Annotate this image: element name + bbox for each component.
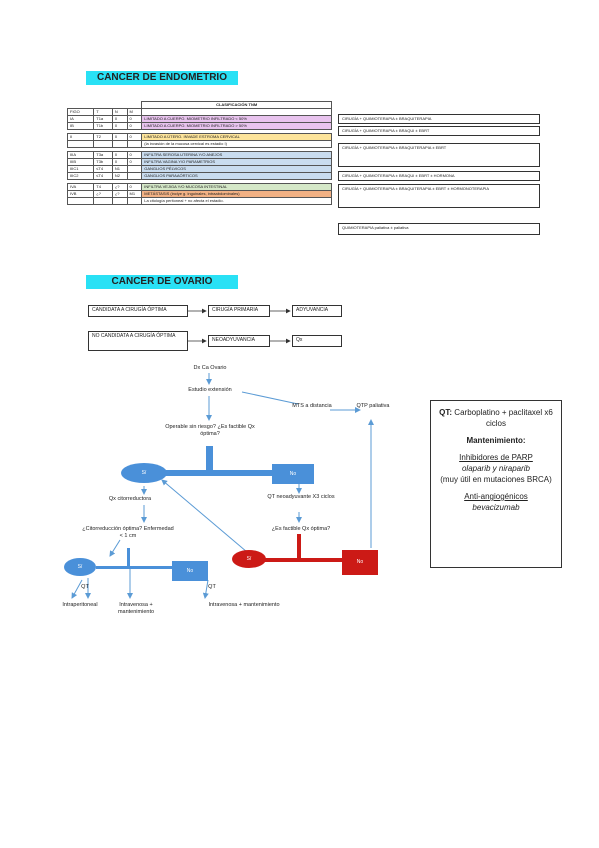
si1-oval: Sí: [121, 463, 167, 483]
dx-label: Dx Ca Ovario: [193, 365, 227, 371]
parp-drugs: olaparib y niraparib: [461, 464, 531, 473]
pregunta2-label: ¿Citorreducción óptima? Enfermedad < 1 c…: [82, 526, 174, 539]
tnm-cell-desc: LIMITADO A CUERPO. MIOMETRIO INFILTRADO …: [141, 122, 332, 130]
no2-box: No: [172, 561, 208, 581]
qt-neoadyuvante-label: QT neoadyuvante X3 ciclos: [267, 494, 335, 500]
parp-title: Inhibidores de PARP: [459, 453, 533, 462]
tnm-cell-figo: [66, 197, 95, 205]
iv-mant-label-2: Intravenosa + mantenimiento: [208, 602, 280, 608]
iv-mant-label: Intravenosa + mantenimiento: [117, 602, 155, 615]
qt-label: QT: [81, 584, 89, 590]
qtp-label: QTP paliativa: [356, 403, 390, 409]
mant-title: Mantenimiento:: [466, 436, 526, 445]
endometrio-title: CANCER DE ENDOMETRIO: [86, 71, 238, 85]
treatment-note: CIRUGÍA + QUIMIOTERAPIA ± BRAQUITERAPIA: [338, 114, 540, 124]
anti-title: Anti-angiogénicos: [464, 492, 528, 501]
cirugia-primaria-box: CIRUGÍA PRIMARIA: [208, 305, 270, 317]
qx-citorreductora-label: Qx citorreductora: [108, 496, 152, 502]
adyuvancia-box: ADYUVANCIA: [292, 305, 342, 317]
treatment-note: CIRUGÍA + QUIMIOTERAPIA ± BRAQUI ± EBRT: [338, 126, 540, 136]
ovario-title: CANCER DE OVARIO: [86, 275, 238, 289]
treatment-note: CIRUGÍA + QUIMIOTERAPIA ± BRAQUI ± EBRT …: [338, 171, 540, 181]
pregunta1-label: Operable sin riesgo? ¿Es factible Qx ópt…: [165, 424, 255, 437]
no3-box: No: [342, 550, 378, 575]
tnm-row: (la invasión de la mucosa cervical es es…: [66, 140, 332, 148]
tnm-cell-desc: (la invasión de la mucosa cervical es es…: [141, 140, 332, 148]
anti-drug: bevacizumab: [472, 503, 520, 512]
qt-label-2: QT: [208, 584, 216, 590]
tnm-cell-figo: [66, 140, 95, 148]
si2-oval: Sí: [64, 558, 96, 576]
parp-note: (muy útil en mutaciones BRCA): [440, 475, 552, 484]
treatment-note: QUIMIOTERAPIA paliativa ± paliativa: [338, 223, 540, 235]
intraperitoneal-label: Intraperitoneal: [62, 602, 98, 608]
treatment-note: CIRUGÍA + QUIMIOTERAPIA ± BRAQUITERAPIA …: [338, 184, 540, 208]
no-candidata-box: NO CANDIDATA A CIRUGÍA ÓPTIMA: [88, 331, 188, 351]
pregunta3-label: ¿Es factible Qx óptima?: [271, 526, 331, 532]
qt-title: QT:: [439, 408, 453, 417]
treatment-note: CIRUGÍA + QUIMIOTERAPIA ± BRAQUITERAPIA …: [338, 143, 540, 167]
mts-label: MTS a distancia: [292, 403, 332, 409]
si3-oval: Sí: [232, 550, 266, 568]
candidata-box: CANDIDATA A CIRUGÍA ÓPTIMA: [88, 305, 188, 317]
no1-box: No: [272, 464, 314, 484]
neoadyuvancia-box: NEOADYUVANCIA: [208, 335, 270, 347]
tnm-cell-figo: IIIC2: [66, 172, 95, 180]
qt-text: Carboplatino + paclitaxel x6 ciclos: [454, 408, 553, 428]
treatment-legend: QT: Carboplatino + paclitaxel x6 ciclos …: [430, 400, 562, 568]
tnm-cell-desc: GANGLIOS PARAAÓRTICOS: [141, 172, 332, 180]
qx-box: Qx: [292, 335, 342, 347]
tnm-cell-desc: La citología peritoneal + no afecta el e…: [141, 197, 332, 205]
estudio-label: Estudio extensión: [188, 387, 232, 393]
tnm-row: La citología peritoneal + no afecta el e…: [66, 197, 332, 205]
tnm-cell-figo: IB: [66, 122, 95, 130]
